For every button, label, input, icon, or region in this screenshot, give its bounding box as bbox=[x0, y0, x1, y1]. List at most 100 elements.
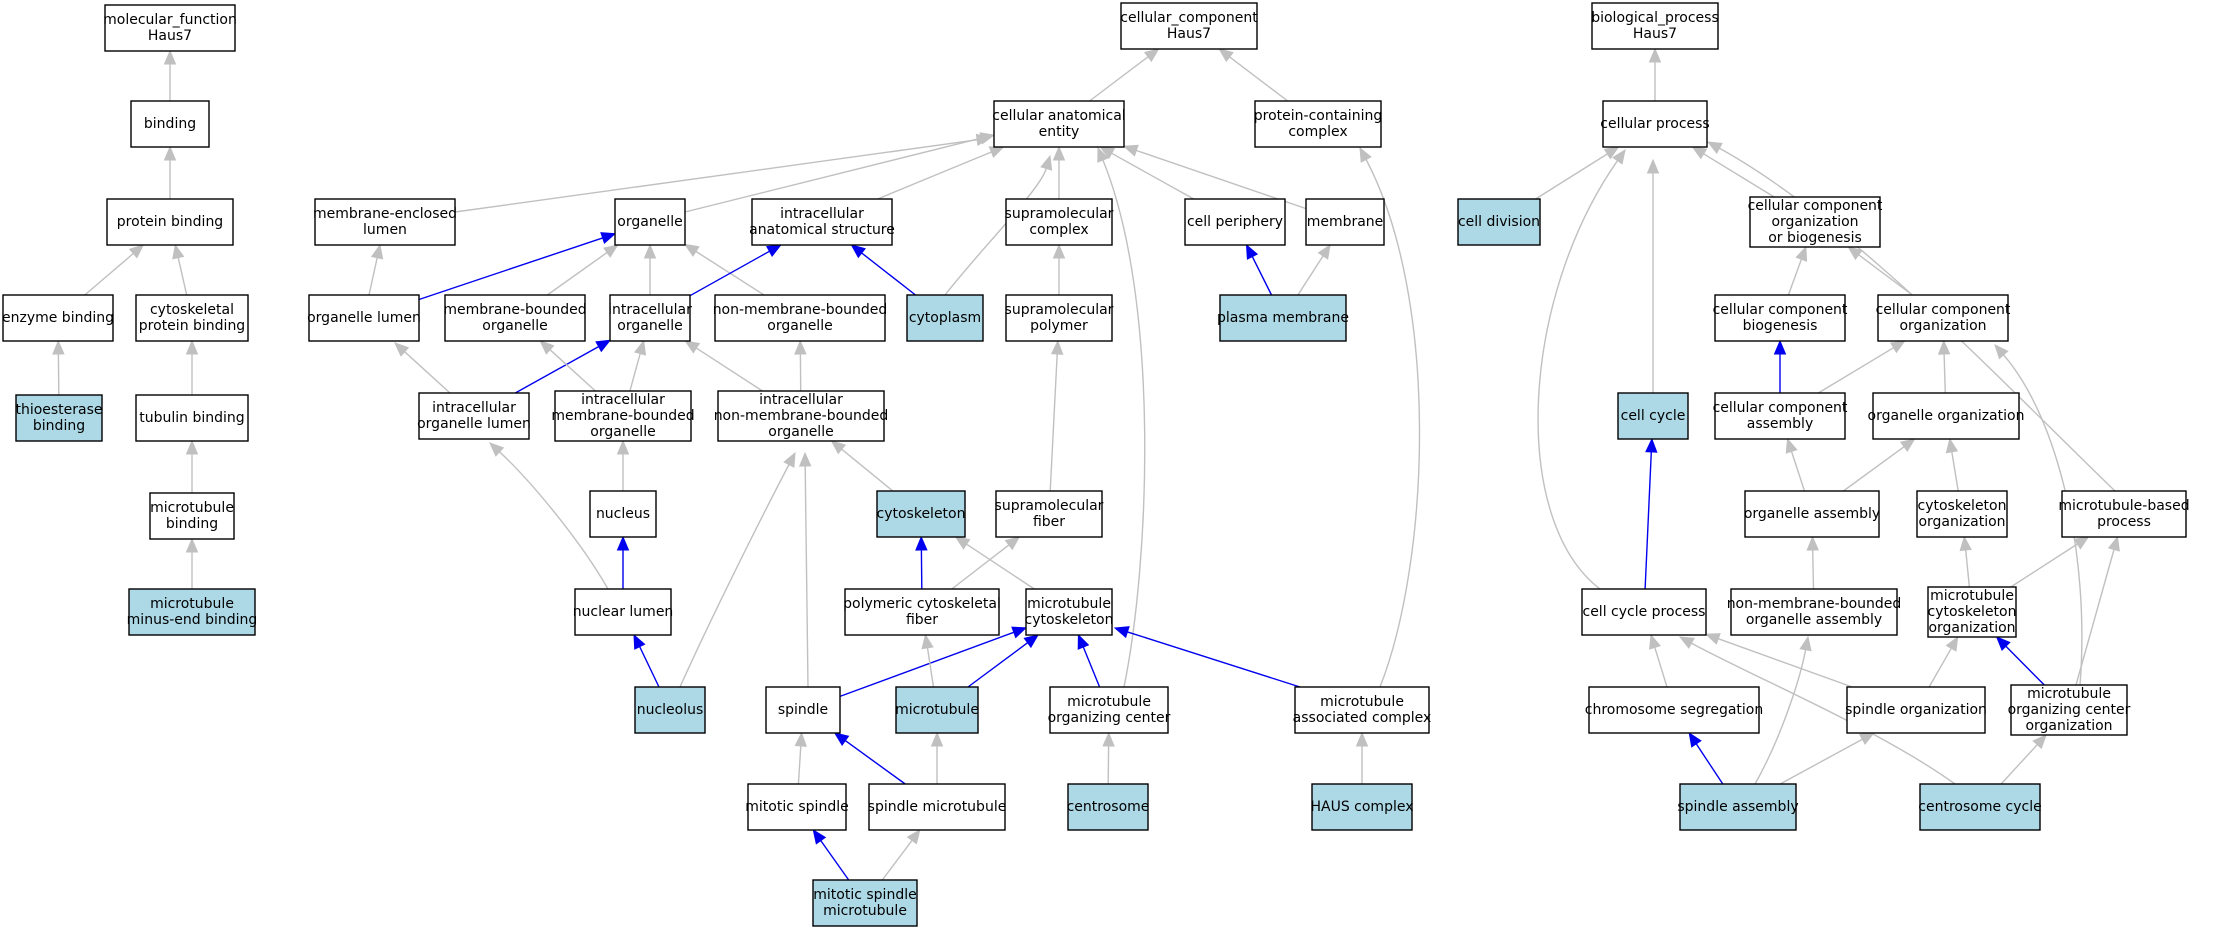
go-term-nucleus[interactable]: nucleus bbox=[589, 490, 657, 538]
go-term-haus-complex[interactable]: HAUS complex bbox=[1310, 783, 1414, 831]
go-term-centrosome[interactable]: centrosome bbox=[1067, 783, 1150, 831]
go-term-spindle-org[interactable]: spindle organization bbox=[1845, 686, 1987, 734]
node-label: organization bbox=[1771, 214, 1858, 230]
go-term-cellular-process[interactable]: cellular process bbox=[1600, 100, 1710, 148]
edge-line bbox=[1089, 56, 1149, 102]
arrowhead-icon bbox=[163, 49, 177, 65]
go-term-cell-division[interactable]: cell division bbox=[1457, 198, 1541, 246]
edge-line bbox=[1812, 549, 1815, 590]
go-term-spindle-mt[interactable]: spindle microtubule bbox=[868, 783, 1007, 831]
go-term-microtubule[interactable]: microtubule bbox=[895, 686, 979, 734]
go-term-cell-periphery[interactable]: cell periphery bbox=[1184, 198, 1286, 246]
node-label: membrane-enclosed bbox=[313, 206, 457, 222]
node-label: organization bbox=[2025, 718, 2112, 734]
node-label: cellular_component bbox=[1120, 10, 1258, 26]
go-term-inmbo[interactable]: intracellularnon-membrane-boundedorganel… bbox=[714, 390, 889, 442]
go-term-organelle[interactable]: organelle bbox=[614, 198, 686, 246]
node-label: organelle bbox=[768, 424, 833, 440]
arrowhead-icon bbox=[1688, 731, 1702, 748]
go-term-organelle-assembly[interactable]: organelle assembly bbox=[1744, 490, 1880, 538]
arrowhead-icon bbox=[1799, 635, 1812, 652]
go-term-organelle-org[interactable]: organelle organization bbox=[1868, 392, 2025, 440]
go-term-binding[interactable]: binding bbox=[130, 100, 210, 148]
arrowhead-icon bbox=[1052, 145, 1066, 161]
go-term-spindle-assembly[interactable]: spindle assembly bbox=[1677, 783, 1799, 831]
node-box bbox=[308, 294, 420, 342]
node-box bbox=[2, 294, 114, 342]
edge-line bbox=[877, 151, 992, 200]
node-label: or biogenesis bbox=[1768, 230, 1862, 246]
node-label: microtubule bbox=[1027, 596, 1111, 612]
edge-line bbox=[2005, 645, 2045, 686]
go-term-plasma-membrane[interactable]: plasma membrane bbox=[1217, 294, 1349, 342]
go-term-cytoplasm[interactable]: cytoplasm bbox=[906, 294, 984, 342]
edge-spindle-assembly-to-nmbo-assembly bbox=[1754, 635, 1812, 785]
arrowhead-icon bbox=[1102, 731, 1115, 747]
go-term-spindle[interactable]: spindle bbox=[765, 686, 841, 734]
edge-line bbox=[84, 252, 134, 296]
edges-layer bbox=[52, 47, 2120, 881]
go-term-chromosome-seg[interactable]: chromosome segregation bbox=[1585, 686, 1764, 734]
edge-mtoc-to-cae bbox=[1097, 146, 1146, 688]
go-term-enzyme-binding[interactable]: enzyme binding bbox=[2, 294, 114, 342]
go-term-nucleolus[interactable]: nucleolus bbox=[634, 686, 706, 734]
edge-imbo-to-intracellular-organelle bbox=[629, 339, 647, 392]
arrowhead-icon bbox=[1218, 48, 1234, 63]
edge-line bbox=[1703, 153, 1775, 198]
edge-mtoc-to-mt-cytoskeleton bbox=[1077, 633, 1101, 688]
arrowhead-icon bbox=[979, 132, 996, 145]
go-term-cytoskeleton[interactable]: cytoskeleton bbox=[876, 490, 966, 538]
edge-line bbox=[1928, 647, 1952, 688]
go-term-centrosome-cycle[interactable]: centrosome cycle bbox=[1918, 783, 2042, 831]
go-term-nuclear-lumen[interactable]: nuclear lumen bbox=[573, 588, 674, 636]
edge-plasma-membrane-to-membrane bbox=[1297, 243, 1331, 296]
edge-nucleolus-to-inmbo bbox=[679, 451, 796, 688]
node-box bbox=[1846, 686, 1986, 734]
node-label: organelle bbox=[767, 318, 832, 334]
go-term-cell-cycle-process[interactable]: cell cycle process bbox=[1581, 588, 1707, 636]
go-term-tubulin-binding[interactable]: tubulin binding bbox=[135, 394, 249, 442]
node-label: cytoskeleton bbox=[877, 506, 966, 522]
node-label: organelle assembly bbox=[1744, 506, 1880, 522]
go-term-organelle-lumen[interactable]: organelle lumen bbox=[307, 294, 421, 342]
go-term-protein-binding[interactable]: protein binding bbox=[106, 198, 234, 246]
node-box bbox=[995, 490, 1103, 538]
go-term-membrane[interactable]: membrane bbox=[1305, 198, 1385, 246]
go-term-cell-cycle[interactable]: cell cycle bbox=[1617, 392, 1689, 440]
go-term-mitotic-spindle[interactable]: mitotic spindle bbox=[745, 783, 849, 831]
arrowhead-icon bbox=[1785, 437, 1798, 454]
